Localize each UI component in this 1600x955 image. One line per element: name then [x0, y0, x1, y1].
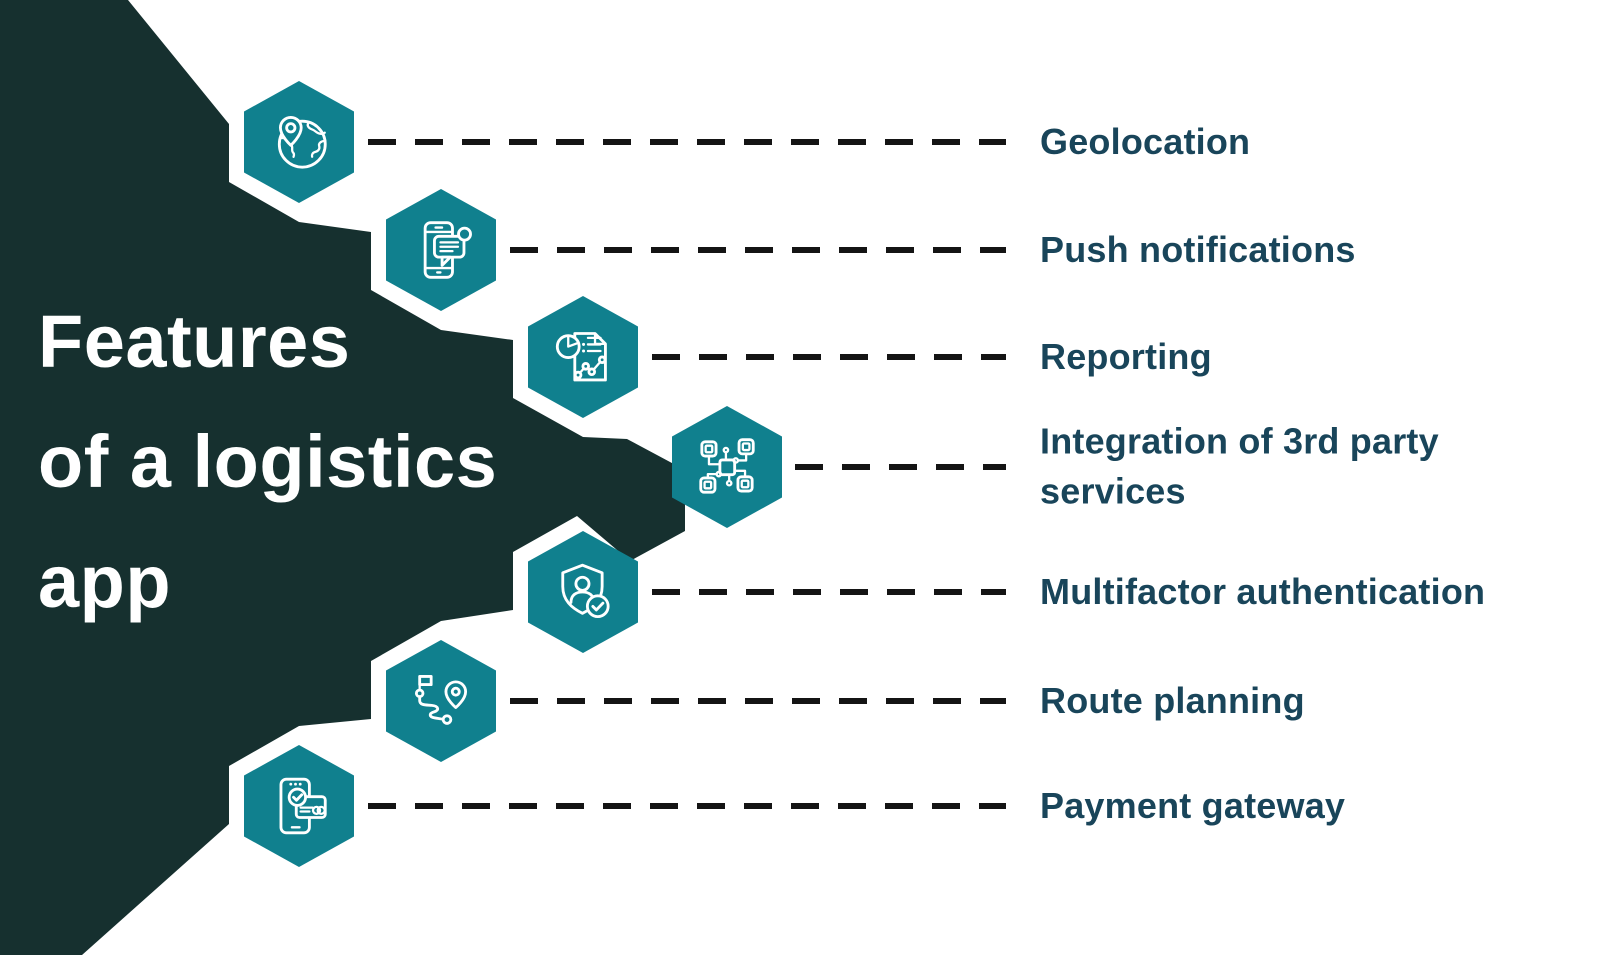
title-line-1: Features: [38, 300, 351, 383]
feature-label-push-notifications: Push notifications: [1040, 229, 1356, 270]
shield-user-check-icon: [561, 563, 610, 619]
route-map-icon: [414, 674, 468, 725]
dashed-connector-payment-gateway: [368, 803, 1006, 809]
feature-label-route-planning: Route planning: [1040, 680, 1305, 721]
triangle-polygon: [0, 0, 685, 955]
dashed-connector-geolocation: [368, 139, 1006, 145]
dashed-connector-reporting: [652, 354, 1006, 360]
globe-pin-icon: [277, 115, 327, 169]
dashed-connector-push-notifications: [510, 247, 1006, 253]
feature-label-reporting: Reporting: [1040, 336, 1212, 377]
title-line-3: app: [38, 539, 172, 623]
payment-card-phone-icon: [279, 777, 327, 835]
network-integration-icon: [699, 438, 755, 494]
dashed-connector-multifactor: [652, 589, 1006, 595]
feature-label-integration: Integration of 3rd party services: [1040, 420, 1439, 512]
feature-label-geolocation: Geolocation: [1040, 121, 1251, 162]
dashed-connector-route-planning: [510, 698, 1006, 704]
feature-label-payment-gateway: Payment gateway: [1040, 785, 1346, 826]
feature-label-multifactor: Multifactor authentication: [1040, 571, 1486, 612]
feature-hexagon-push-notifications: [386, 189, 496, 311]
phone-notification-icon: [423, 221, 472, 279]
page-title: Features of a logistics app: [38, 282, 497, 642]
title-line-2: of a logistics: [38, 419, 498, 503]
report-document-icon: [555, 332, 607, 382]
dashed-connector-integration: [795, 464, 1006, 470]
feature-hexagon-geolocation: [244, 81, 354, 203]
